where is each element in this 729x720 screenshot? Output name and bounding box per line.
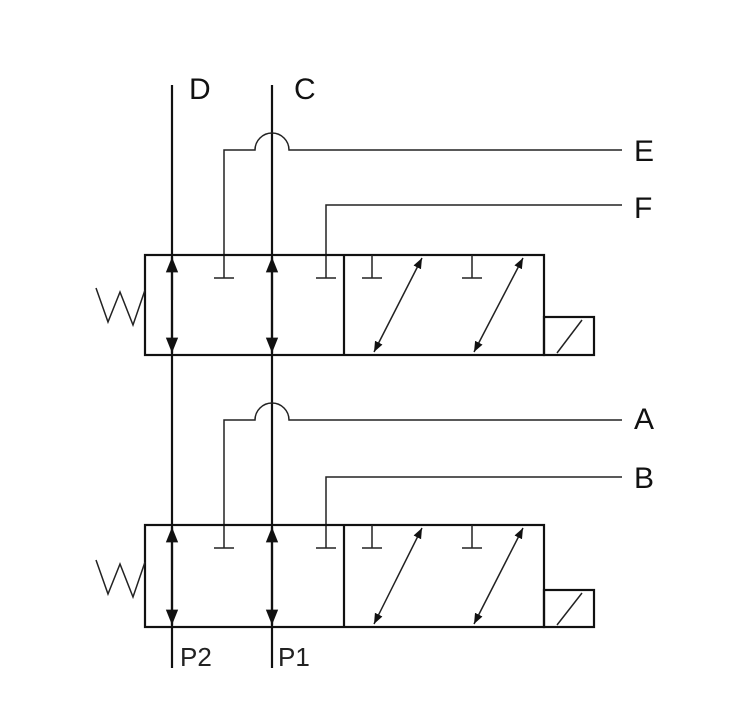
line-a	[223, 402, 622, 548]
port-label-p1: P1	[278, 642, 310, 672]
port-label-d: D	[189, 73, 211, 106]
port-label-c: C	[294, 73, 316, 106]
line-e	[223, 132, 622, 278]
port-label-p2: P2	[180, 642, 212, 672]
port-label-a: A	[634, 403, 654, 436]
port-label-e: E	[634, 135, 654, 168]
port-label-f: F	[634, 192, 652, 225]
port-label-b: B	[634, 462, 654, 495]
spring-icon	[95, 287, 146, 328]
solenoid-icon	[542, 588, 596, 629]
top-valve	[95, 253, 596, 357]
line-b	[325, 476, 622, 548]
bottom-valve	[95, 523, 596, 629]
spring-icon	[95, 559, 146, 600]
solenoid-icon	[542, 315, 596, 357]
line-f	[325, 204, 622, 278]
